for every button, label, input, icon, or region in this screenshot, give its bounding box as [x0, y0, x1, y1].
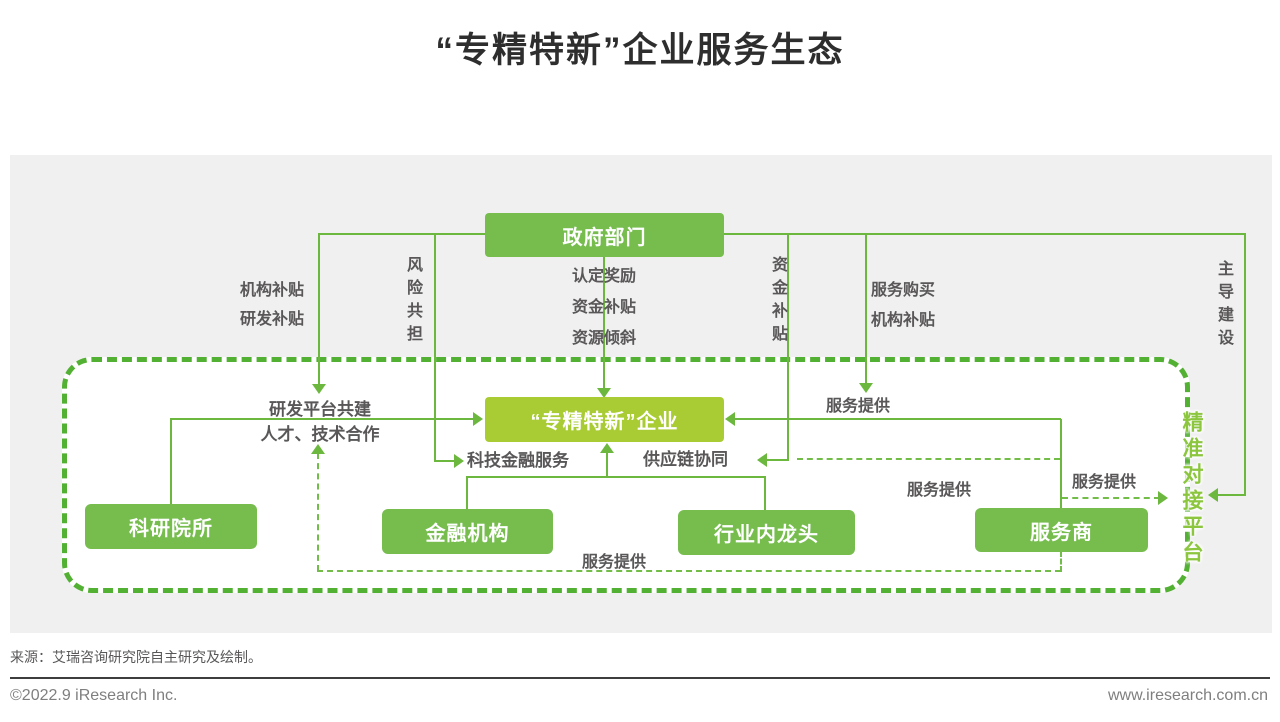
line-lead-build [1244, 233, 1246, 495]
line-risk-share-turn [434, 460, 456, 462]
line-risk-share [434, 233, 436, 461]
node-industry-leader: 行业内龙头 [678, 510, 855, 555]
arrow-down-icon [597, 388, 611, 398]
label-service-purchase: 服务购买机构补贴 [871, 282, 936, 329]
label-fund-subsidy: 资金补贴 [769, 256, 786, 348]
node-government: 政府部门 [485, 213, 724, 257]
source-note: 来源：艾瑞咨询研究院自主研究及绘制。 [10, 649, 262, 665]
page-title: “专精特新”企业服务生态 [435, 31, 845, 70]
line-fund-subsidy [787, 233, 789, 460]
arrow-left-icon [757, 453, 767, 467]
arrow-left-icon [1208, 488, 1218, 502]
arrow-down-icon [312, 384, 326, 394]
label-org-rd-subsidy: 机构补贴研发补贴 [239, 282, 304, 328]
dash-provider-supplychain [797, 458, 1060, 460]
website-link[interactable]: www.iresearch.com.cn [1107, 687, 1268, 704]
label-service-3: 服务提供 [1072, 474, 1137, 491]
label-rd-cooperation: 研发平台共建人才、技术合作 [260, 400, 380, 444]
arrow-left-icon [725, 412, 735, 426]
label-lead-build: 主导建设 [1215, 260, 1232, 352]
line-service-purchase [865, 233, 867, 384]
arrow-right-icon [454, 454, 464, 468]
line-provider-to-enterprise [729, 418, 1061, 420]
dash-service-up [317, 453, 319, 571]
label-supply-chain: 供应链协同 [643, 450, 728, 469]
line-leader-up [764, 476, 766, 511]
line-gov-to-enterprise [603, 257, 605, 389]
copyright-text: ©2022.9 iResearch Inc. [10, 687, 178, 704]
node-research-institute: 科研院所 [85, 504, 257, 549]
line-org-subsidy [318, 233, 320, 385]
line-gov-right [724, 233, 1246, 235]
dash-service-bottom [317, 570, 1061, 572]
line-research-to-enterprise [170, 418, 475, 420]
line-fund-subsidy-turn [765, 459, 789, 461]
node-platform: 精准对接平台 [1180, 411, 1203, 567]
label-tech-finance: 科技金融服务 [467, 451, 569, 470]
line-research-up [170, 419, 172, 505]
line-finance-leader-bar [466, 476, 766, 478]
arrow-down-icon [859, 383, 873, 393]
ecosystem-dashed-border [62, 357, 1190, 593]
dash-provider-down [1060, 551, 1062, 572]
line-finance-up [466, 476, 468, 510]
label-service-2: 服务提供 [907, 482, 972, 499]
arrow-right-icon [473, 412, 483, 426]
arrow-right-icon [1158, 491, 1168, 505]
dash-provider-platform [1062, 497, 1160, 499]
label-risk-share: 风险共担 [404, 256, 421, 348]
label-service-4: 服务提供 [582, 554, 647, 571]
label-service-1: 服务提供 [826, 398, 891, 415]
line-gov-left [318, 233, 485, 235]
line-provider-up [1060, 419, 1062, 508]
line-lead-build-turn [1218, 494, 1246, 496]
footer-divider [10, 677, 1270, 679]
node-service-provider: 服务商 [975, 508, 1148, 552]
label-gov-incentives: 认定奖励资金补贴资源倾斜 [571, 268, 636, 347]
arrow-up-icon [311, 444, 325, 454]
node-financial-institution: 金融机构 [382, 509, 553, 554]
arrow-up-icon [600, 443, 614, 453]
line-to-enterprise-bottom [606, 452, 608, 477]
node-enterprise: “专精特新”企业 [485, 397, 724, 442]
